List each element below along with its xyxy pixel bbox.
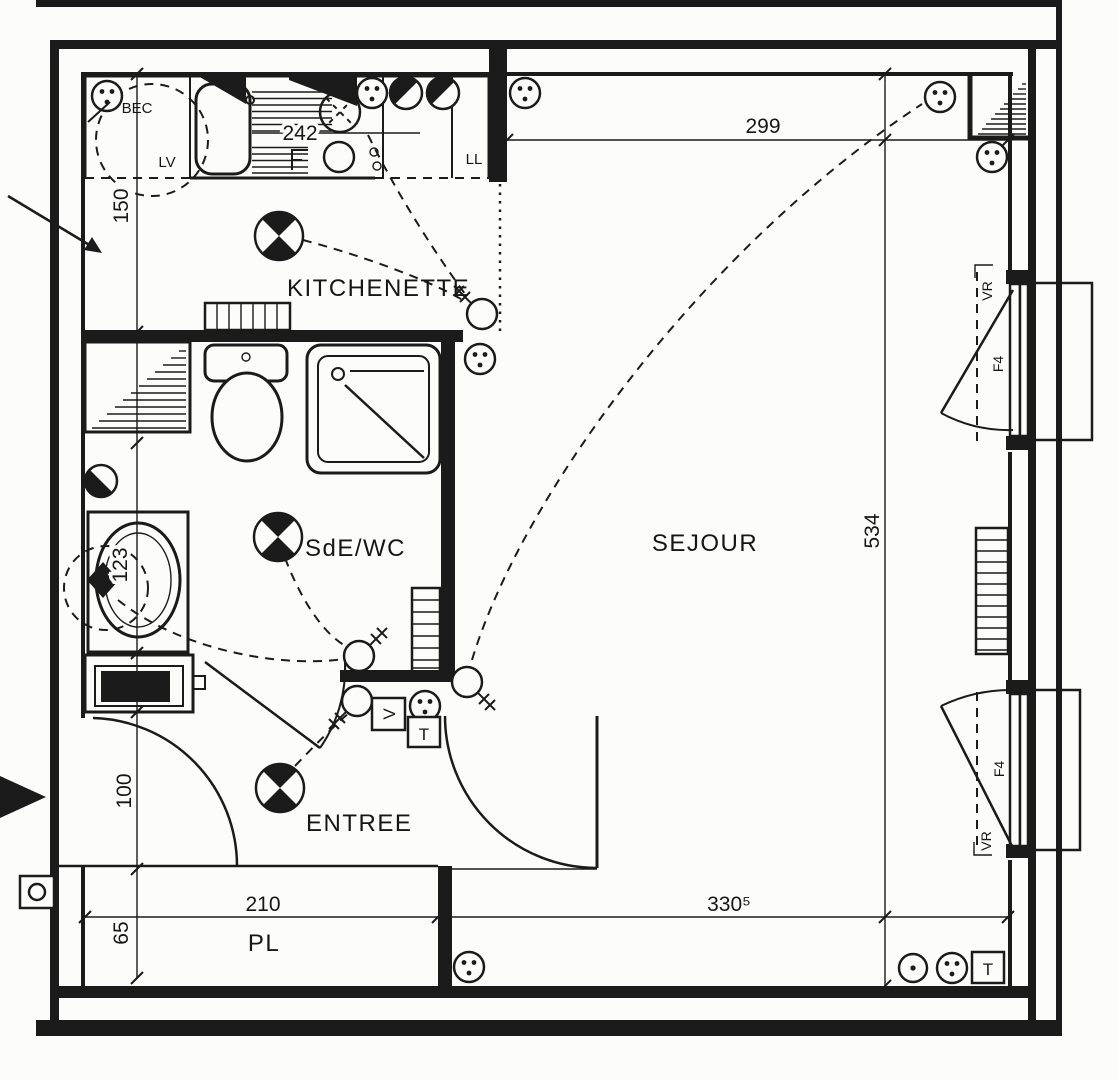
room-label-shower-wc: SdE/WC — [305, 535, 406, 562]
corner-duct — [967, 76, 1032, 141]
doorbell-icon — [18, 874, 56, 910]
dim-closet-depth: 65 — [110, 921, 133, 944]
dim-bath-depth: 123 — [109, 547, 132, 582]
dim-living-width-bottom: 330⁵ — [707, 893, 751, 916]
label-dishwasher: LV — [158, 154, 175, 171]
socket-icon — [935, 951, 969, 985]
switch-icon — [291, 149, 308, 170]
label-cooker-point: BEC — [122, 100, 153, 117]
window-upper — [939, 264, 1094, 450]
dim-living-width-top: 299 — [745, 115, 780, 138]
ceiling-light-icon — [252, 511, 304, 563]
phone-outlet-box: T — [406, 715, 442, 749]
room-label-closet: PL — [248, 930, 280, 957]
bathroom-door-swing — [319, 661, 347, 749]
phone-outlet-label: T — [419, 725, 429, 744]
doors — [92, 660, 599, 870]
kitchenette-counter — [83, 74, 491, 180]
label-roller-shutter-1: VR — [979, 281, 995, 300]
hotplates — [388, 75, 461, 111]
annotation-arrowhead — [84, 237, 102, 253]
switch-icon — [342, 626, 389, 673]
window-leaf — [939, 705, 1015, 849]
living-radiator — [974, 526, 1010, 656]
socket-tick — [87, 101, 111, 123]
annotations — [0, 194, 102, 910]
window-swing — [940, 412, 1014, 432]
electrical-panel — [83, 653, 206, 714]
dim-kitchen-width: 242 — [282, 122, 317, 145]
ceiling-light-halo — [95, 83, 209, 197]
sheet-border — [36, 0, 1062, 7]
entry-door-swing — [92, 716, 239, 867]
vmc-switch-label: V — [380, 708, 399, 720]
socket-icon — [508, 76, 542, 110]
bathtub-basin — [63, 510, 190, 654]
switch-icon — [327, 684, 374, 731]
label-window-type-2: F4 — [991, 761, 1007, 778]
wall-cabinet — [198, 76, 246, 104]
wiring — [117, 103, 923, 767]
walls — [36, 0, 1062, 1036]
dim-entry-width: 210 — [245, 893, 280, 916]
label-window-type-1: F4 — [990, 356, 1006, 373]
window-exterior-ledge — [1032, 688, 1082, 852]
bathroom-fixtures — [63, 340, 442, 678]
switch-icon — [450, 665, 497, 712]
socket-icon — [463, 342, 497, 376]
socket-icon — [923, 80, 957, 114]
label-washing-machine: LL — [466, 151, 483, 168]
wall-light-icon — [83, 463, 119, 499]
dim-entry-depth: 100 — [113, 773, 136, 808]
window-leaf — [939, 289, 1015, 414]
socket-icon — [355, 76, 389, 110]
window-swing — [940, 688, 1014, 707]
kitchen-sink — [194, 82, 252, 176]
wall-light-halo — [63, 545, 149, 631]
phone-outlet-label: T — [983, 960, 993, 979]
window-lower — [939, 680, 1082, 858]
wall-light-icon — [87, 562, 119, 598]
window-exterior-ledge — [1032, 281, 1094, 442]
ceiling-light-icon — [254, 762, 306, 814]
room-label-kitchenette: KITCHENETTE — [287, 275, 470, 302]
towel-radiator — [410, 586, 442, 678]
dim-living-depth: 534 — [861, 513, 884, 548]
ceiling-light-icon — [253, 210, 305, 262]
tv-socket-icon — [897, 952, 929, 984]
kitchenette-radiator — [203, 301, 292, 332]
shower-tray — [305, 343, 442, 475]
toilet — [203, 343, 289, 463]
entry-direction-arrow — [0, 776, 46, 818]
socket-icon — [90, 79, 124, 113]
annotation-arrow — [7, 194, 97, 251]
vmc-switch-box: V — [370, 696, 407, 732]
dimension-lines — [78, 67, 1015, 993]
cooktop — [291, 90, 382, 174]
room-label-living: SEJOUR — [652, 530, 758, 557]
wall-cabinet — [289, 74, 357, 106]
bathroom-door-leaf — [204, 660, 321, 750]
dim-kitchen-depth: 150 — [110, 188, 133, 223]
phone-outlet-box: T — [970, 950, 1006, 985]
living-door-swing — [443, 715, 598, 870]
room-label-entry: ENTREE — [306, 810, 412, 837]
label-roller-shutter-2: VR — [978, 831, 994, 850]
socket-icon — [452, 950, 486, 984]
